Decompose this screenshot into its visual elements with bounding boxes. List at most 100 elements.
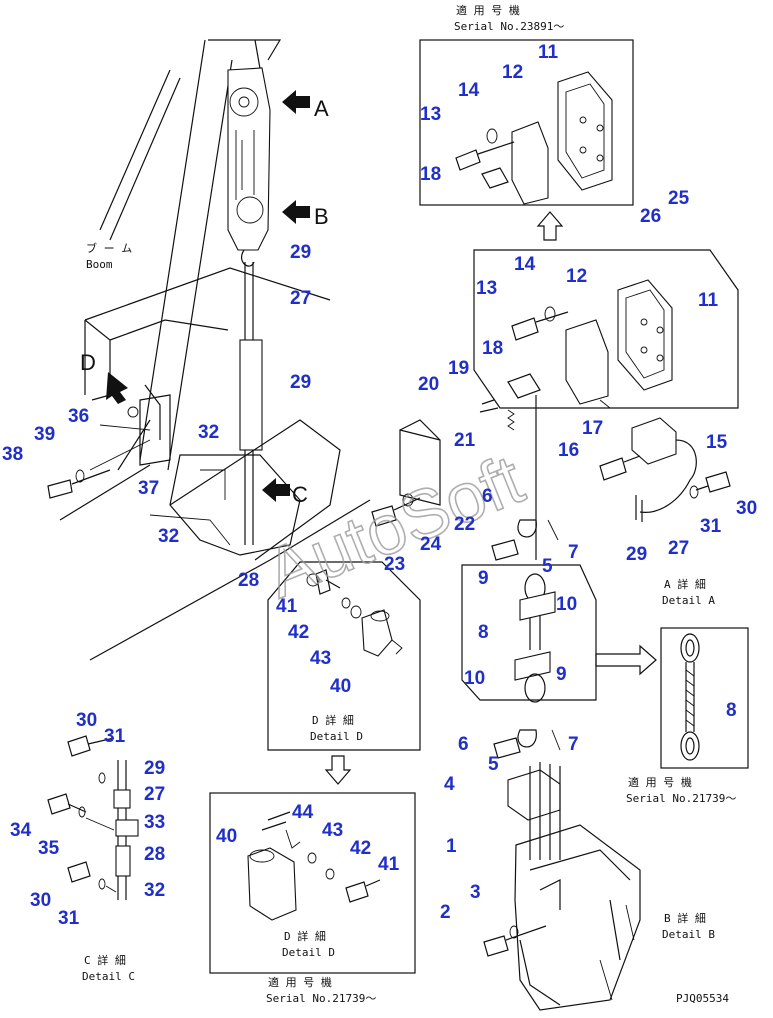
part-2: 2: [440, 902, 451, 923]
part-14: 14: [514, 254, 536, 275]
boom-label: Boom: [86, 258, 113, 271]
part-41: 41: [276, 596, 298, 617]
part-29: 29: [626, 544, 647, 565]
part-12: 12: [566, 266, 587, 287]
detail-b-label: Detail B: [662, 928, 715, 941]
part-32: 32: [158, 526, 179, 547]
part-5: 5: [542, 556, 553, 577]
part-10: 10: [464, 668, 485, 689]
part-13: 13: [476, 278, 497, 299]
serial-top-jp: 適 用 号 機: [456, 3, 520, 17]
detail-a-label: Detail A: [662, 594, 715, 607]
arrow-b-icon: [282, 200, 310, 224]
part-31: 31: [700, 516, 722, 537]
part-3: 3: [470, 882, 481, 903]
detail-c-label: Detail C: [82, 970, 135, 983]
serial-right: Serial No.21739～: [626, 792, 736, 805]
part-42: 42: [350, 838, 371, 859]
detail-d2-drawing: [209, 792, 416, 974]
part-6: 6: [458, 734, 469, 755]
part-8: 8: [478, 622, 489, 643]
serial-right-jp: 適 用 号 機: [628, 775, 692, 789]
part-41: 41: [378, 854, 400, 875]
part-23: 23: [384, 554, 405, 575]
serial-bottom: Serial No.21739～: [266, 992, 376, 1005]
detail-c-drawing: [47, 735, 139, 900]
part-42: 42: [288, 622, 309, 643]
part-32: 32: [198, 422, 219, 443]
part-29: 29: [290, 372, 311, 393]
detail-b-drawing: [483, 762, 641, 1011]
part-16: 16: [558, 440, 579, 461]
part-8: 8: [726, 700, 737, 721]
part-21: 21: [454, 430, 476, 451]
part-27: 27: [668, 538, 689, 559]
part-9: 9: [556, 664, 567, 685]
sling-drawing: [461, 519, 657, 759]
serial-top: Serial No.23891～: [454, 20, 564, 33]
part-5: 5: [488, 754, 499, 775]
part-34: 34: [10, 820, 32, 841]
detail-d1-drawing: [267, 561, 421, 785]
part-22: 22: [454, 514, 475, 535]
part-7: 7: [568, 542, 579, 563]
callout-d: D: [80, 350, 96, 375]
callout-b: B: [314, 204, 329, 229]
inset-serial-23891: [419, 39, 634, 241]
part-17: 17: [582, 418, 603, 439]
captions: 適 用 号 機 Serial No.23891～ ブ ー ム Boom A 詳 …: [82, 3, 736, 1005]
part-9: 9: [478, 568, 489, 589]
part-40: 40: [216, 826, 237, 847]
detail-d2-label: Detail D: [282, 946, 335, 959]
part-26: 26: [640, 206, 661, 227]
part-numbers: 11 12 14 13 18 25 26 14 12 13 11 18 19 2…: [2, 42, 757, 929]
part-7: 7: [568, 734, 579, 755]
callout-letters: A B C D: [80, 96, 329, 507]
part-6: 6: [482, 486, 493, 507]
part-38: 38: [2, 444, 23, 465]
part-25: 25: [668, 188, 690, 209]
callout-arrows: [262, 90, 310, 502]
part-4: 4: [444, 774, 455, 795]
part-39: 39: [34, 424, 55, 445]
drawing-number: PJQ05534: [676, 992, 729, 1005]
part-31: 31: [104, 726, 126, 747]
arrow-c-icon: [262, 478, 290, 502]
detail-d1-jp: D 詳 細: [312, 713, 354, 727]
detail-c-jp: C 詳 細: [84, 953, 126, 967]
boom-jp: ブ ー ム: [86, 241, 132, 255]
part-15: 15: [706, 432, 728, 453]
part-19: 19: [448, 358, 469, 379]
arrow-a-icon: [282, 90, 310, 114]
part-28: 28: [238, 570, 259, 591]
part-1: 1: [446, 836, 457, 857]
part-32: 32: [144, 880, 165, 901]
part-20: 20: [418, 374, 439, 395]
detail-d1-label: Detail D: [310, 730, 363, 743]
part-28: 28: [144, 844, 165, 865]
callout-c: C: [292, 482, 308, 507]
part-43: 43: [310, 648, 331, 669]
detail-8-drawing: [660, 627, 749, 769]
part-18: 18: [482, 338, 503, 359]
callout-a: A: [314, 96, 329, 121]
part-11: 11: [538, 42, 559, 63]
serial-bottom-jp: 適 用 号 機: [268, 975, 332, 989]
part-36: 36: [68, 406, 89, 427]
detail-b-jp: B 詳 細: [664, 911, 706, 925]
part-30: 30: [30, 890, 51, 911]
part-30: 30: [76, 710, 97, 731]
detail-d2-jp: D 詳 細: [284, 929, 326, 943]
part-14: 14: [458, 80, 480, 101]
part-29: 29: [290, 242, 311, 263]
part-35: 35: [38, 838, 60, 859]
part-40: 40: [330, 676, 351, 697]
part-43: 43: [322, 820, 343, 841]
part-33: 33: [144, 812, 165, 833]
part-11: 11: [698, 290, 719, 311]
part-27: 27: [290, 288, 311, 309]
watermark: AutoSoft: [255, 440, 533, 613]
part-24: 24: [420, 534, 442, 555]
detail-a-drawing: [371, 249, 739, 560]
